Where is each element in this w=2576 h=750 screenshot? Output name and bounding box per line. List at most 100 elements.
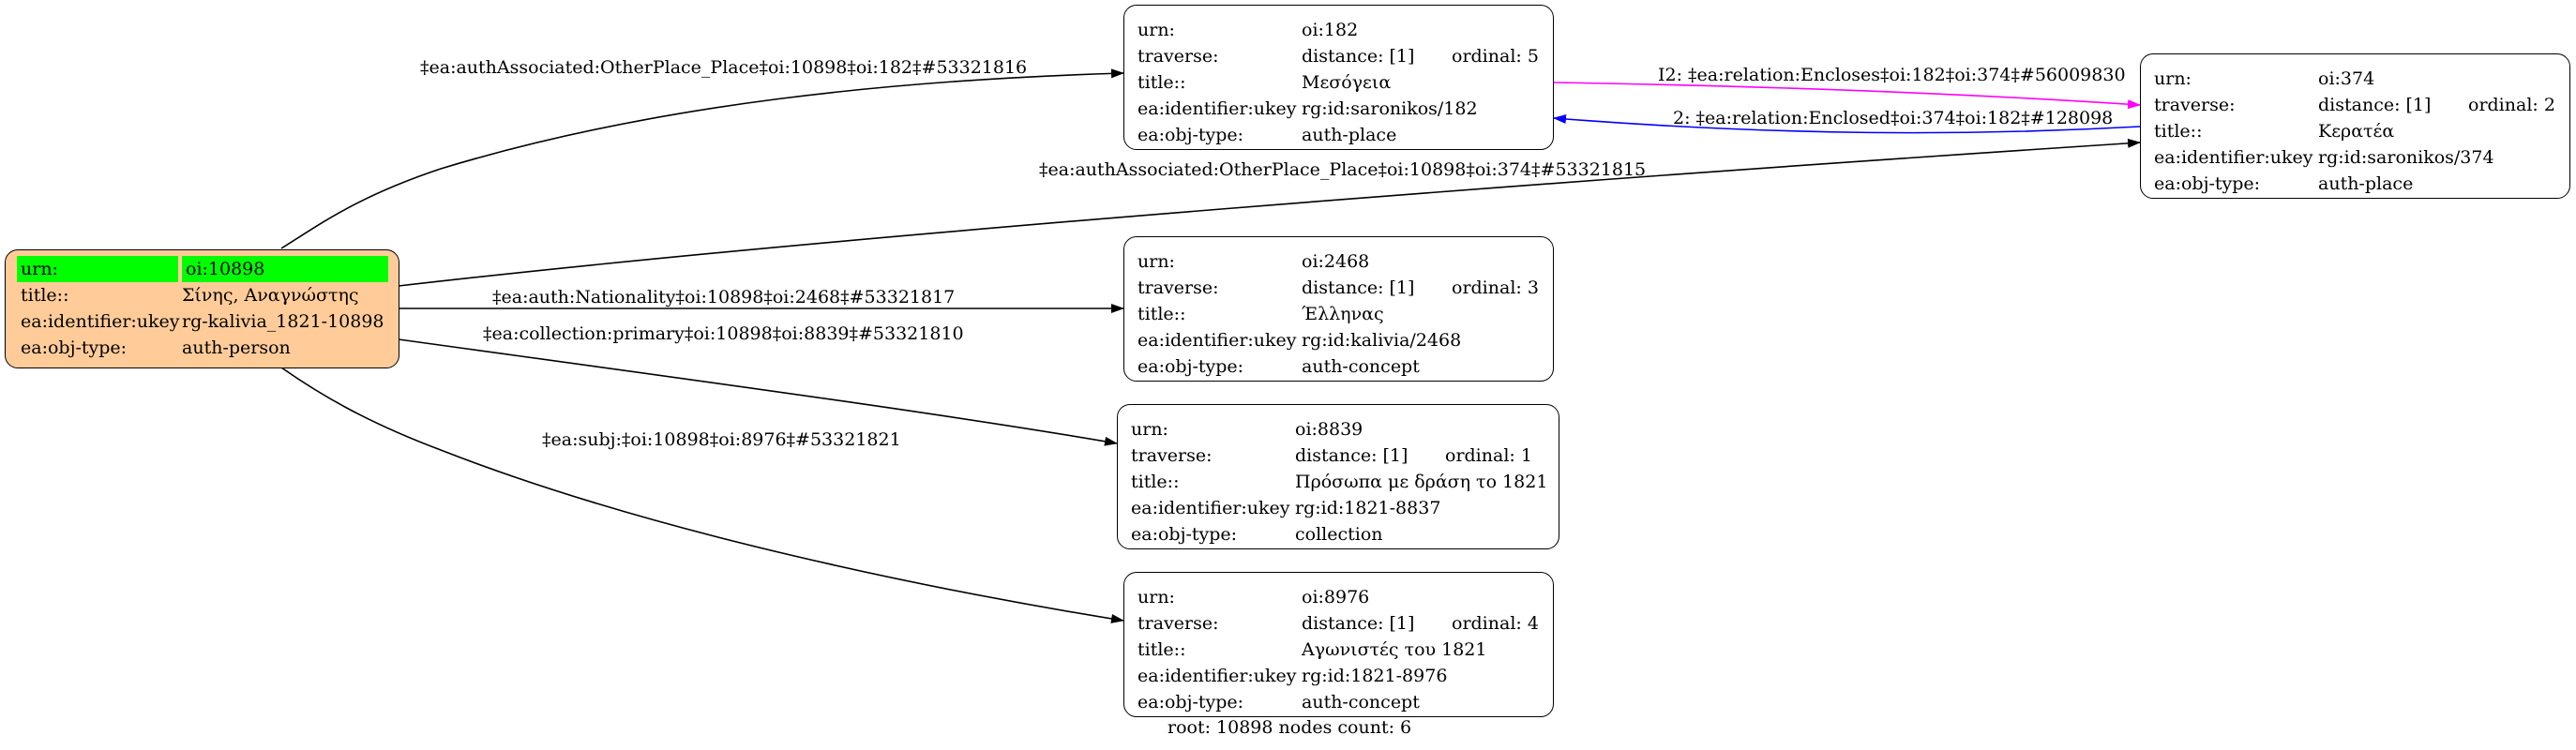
edge-label-374: ‡ea:authAssociated:OtherPlace_Place‡oi:1… bbox=[1039, 159, 1646, 180]
node-ukey-value: rg:id:1821-8976 bbox=[1302, 666, 1448, 686]
node-oi-8976[interactable]: urn: oi:8976 traverse: distance: [1]ordi… bbox=[1123, 572, 1554, 717]
node-urn-value: oi:8976 bbox=[1302, 587, 1370, 608]
root-type-row: ea:obj-type: auth-person bbox=[17, 335, 387, 361]
node-title-value: Μεσόγεια bbox=[1302, 72, 1392, 93]
edge-label-enclosed: 2: ‡ea:relation:Enclosed‡oi:374‡oi:182‡#… bbox=[1673, 108, 2113, 128]
node-ukey-row: ea:identifier:ukey rg:id:1821-8837 bbox=[1131, 495, 1545, 521]
node-title-value: Έλληνας bbox=[1302, 304, 1384, 324]
node-traverse-row: traverse: distance: [1] ordinal: 1 bbox=[1131, 442, 1545, 469]
node-title-row: title:: Αγωνιστές του 1821 bbox=[1137, 637, 1540, 663]
root-urn-value: oi:10898 bbox=[182, 256, 388, 282]
node-distance: distance: [1] bbox=[1302, 278, 1415, 298]
root-urn-label: urn: bbox=[17, 256, 178, 282]
edge-path-8976[interactable] bbox=[280, 367, 1124, 623]
node-oi-8839[interactable]: urn: oi:8839 traverse: distance: [1] ordi… bbox=[1117, 404, 1559, 549]
node-type-row: ea:obj-type: auth-place bbox=[2154, 171, 2556, 197]
node-traverse-label: traverse: bbox=[2154, 95, 2236, 115]
node-ordinal: ordinal: 3 bbox=[1452, 278, 1539, 298]
node-ukey-value: rg:id:kalivia/2468 bbox=[1302, 330, 1462, 351]
edge-label-encloses: I2: ‡ea:relation:Encloses‡oi:182‡oi:374‡… bbox=[1658, 65, 2126, 85]
node-type-value: auth-place bbox=[2318, 173, 2414, 194]
node-type-value: collection bbox=[1295, 524, 1383, 545]
node-urn-label: urn: bbox=[2154, 68, 2192, 89]
node-title-value: Πρόσωπα με δράση το 1821 bbox=[1295, 472, 1548, 492]
node-title-value: Κερατέα bbox=[2318, 121, 2395, 142]
node-distance: distance: [1] bbox=[1295, 445, 1409, 466]
root-title-row: title:: Σίνης, Αναγνώστης bbox=[17, 282, 387, 308]
node-urn-row: urn: oi:374 bbox=[2154, 66, 2556, 92]
node-type-value: auth-place bbox=[1302, 125, 1397, 145]
node-urn-label: urn: bbox=[1137, 587, 1175, 608]
node-traverse-value: distance: [1]ordinal: 5 bbox=[1302, 43, 1540, 69]
edge-label-2468: ‡ea:auth:Nationality‡oi:10898‡oi:2468‡#5… bbox=[492, 287, 955, 308]
node-type-value: auth-concept bbox=[1302, 356, 1420, 377]
node-title-label: title:: bbox=[1137, 304, 1186, 324]
node-ukey-label: ea:identifier:ukey bbox=[1137, 666, 1297, 686]
node-type-row: ea:obj-type: auth-concept bbox=[1137, 689, 1540, 715]
node-oi-182[interactable]: urn: oi:182 traverse: distance: [1]ordin… bbox=[1123, 5, 1554, 150]
node-traverse-label: traverse: bbox=[1137, 278, 1219, 298]
edge-path-8839[interactable] bbox=[398, 338, 1118, 446]
node-traverse-row: traverse: distance: [1]ordinal: 5 bbox=[1137, 43, 1540, 69]
node-ukey-row: ea:identifier:ukey rg:id:saronikos/374 bbox=[2154, 144, 2556, 171]
node-type-label: ea:obj-type: bbox=[1131, 524, 1238, 545]
node-title-row: title:: Πρόσωπα με δράση το 1821 bbox=[1131, 469, 1548, 495]
root-title-value: Σίνης, Αναγνώστης bbox=[182, 285, 359, 306]
root-ukey-label: ea:identifier:ukey bbox=[21, 311, 180, 332]
root-type-value: auth-person bbox=[182, 338, 291, 358]
root-title-label: title:: bbox=[21, 285, 69, 306]
node-type-label: ea:obj-type: bbox=[1137, 692, 1244, 712]
node-urn-row: urn: oi:8839 bbox=[1131, 416, 1545, 442]
root-node[interactable]: urn: oi:10898 title:: Σίνης, Αναγνώστης … bbox=[5, 249, 399, 368]
node-title-value: Αγωνιστές του 1821 bbox=[1302, 639, 1487, 660]
node-title-label: title:: bbox=[2154, 121, 2203, 142]
node-ukey-row: ea:identifier:ukey rg:id:kalivia/2468 bbox=[1137, 327, 1540, 353]
node-ukey-label: ea:identifier:ukey bbox=[2154, 147, 2313, 168]
node-urn-row: urn: oi:182 bbox=[1137, 17, 1540, 43]
node-urn-value: oi:2468 bbox=[1302, 251, 1370, 272]
edge-path-encloses[interactable] bbox=[1552, 82, 2141, 110]
node-traverse-label: traverse: bbox=[1137, 613, 1219, 634]
node-ukey-value: rg:id:1821-8837 bbox=[1295, 498, 1441, 518]
node-distance: distance: [1] bbox=[1302, 46, 1415, 67]
node-traverse-row: traverse: distance: [1] ordinal: 2 bbox=[2154, 92, 2556, 118]
node-traverse-row: traverse: distance: [1]ordinal: 4 bbox=[1137, 610, 1540, 637]
node-title-label: title:: bbox=[1131, 472, 1180, 492]
node-type-label: ea:obj-type: bbox=[1137, 125, 1244, 145]
node-title-row: title:: Κερατέα bbox=[2154, 118, 2556, 144]
node-traverse-value: distance: [1] ordinal: 2 bbox=[2318, 92, 2556, 118]
node-urn-value: oi:374 bbox=[2318, 68, 2375, 89]
edge-path-182[interactable] bbox=[280, 68, 1124, 249]
edge-label-8839: ‡ea:collection:primary‡oi:10898‡oi:8839‡… bbox=[483, 323, 964, 344]
node-traverse-label: traverse: bbox=[1137, 46, 1219, 67]
root-ukey-value: rg-kalivia_1821-10898 bbox=[182, 311, 384, 332]
node-oi-2468[interactable]: urn: oi:2468 traverse: distance: [1]ordi… bbox=[1123, 236, 1554, 382]
node-ukey-value: rg:id:saronikos/182 bbox=[1302, 98, 1478, 119]
node-type-row: ea:obj-type: auth-concept bbox=[1137, 353, 1540, 380]
edge-path-enclosed[interactable] bbox=[1553, 114, 2141, 134]
node-ordinal: ordinal: 2 bbox=[2468, 95, 2555, 115]
node-ukey-label: ea:identifier:ukey bbox=[1137, 98, 1297, 119]
root-urn-row: urn: oi:10898 bbox=[17, 256, 388, 282]
node-ukey-label: ea:identifier:ukey bbox=[1131, 498, 1290, 518]
node-title-row: title:: Έλληνας bbox=[1137, 301, 1540, 327]
edge-label-8976: ‡ea:subj:‡oi:10898‡oi:8976‡#53321821 bbox=[542, 429, 901, 450]
node-traverse-value: distance: [1]ordinal: 4 bbox=[1302, 610, 1540, 637]
edge-label-182: ‡ea:authAssociated:OtherPlace_Place‡oi:1… bbox=[420, 57, 1027, 78]
node-type-row: ea:obj-type: collection bbox=[1131, 521, 1545, 548]
node-distance: distance: [1] bbox=[2318, 95, 2432, 115]
node-type-row: ea:obj-type: auth-place bbox=[1137, 122, 1540, 148]
node-title-label: title:: bbox=[1137, 72, 1186, 93]
node-urn-label: urn: bbox=[1131, 419, 1168, 440]
node-type-value: auth-concept bbox=[1302, 692, 1420, 712]
node-ordinal: ordinal: 4 bbox=[1452, 613, 1539, 634]
node-ordinal: ordinal: 1 bbox=[1445, 445, 1532, 466]
node-traverse-label: traverse: bbox=[1131, 445, 1213, 466]
edge-path-374[interactable] bbox=[398, 138, 2141, 287]
node-traverse-value: distance: [1] ordinal: 1 bbox=[1295, 442, 1545, 469]
node-urn-label: urn: bbox=[1137, 20, 1175, 40]
node-ukey-value: rg:id:saronikos/374 bbox=[2318, 147, 2494, 168]
node-oi-374[interactable]: urn: oi:374 traverse: distance: [1] ordin… bbox=[2140, 53, 2570, 199]
node-title-label: title:: bbox=[1137, 639, 1186, 660]
